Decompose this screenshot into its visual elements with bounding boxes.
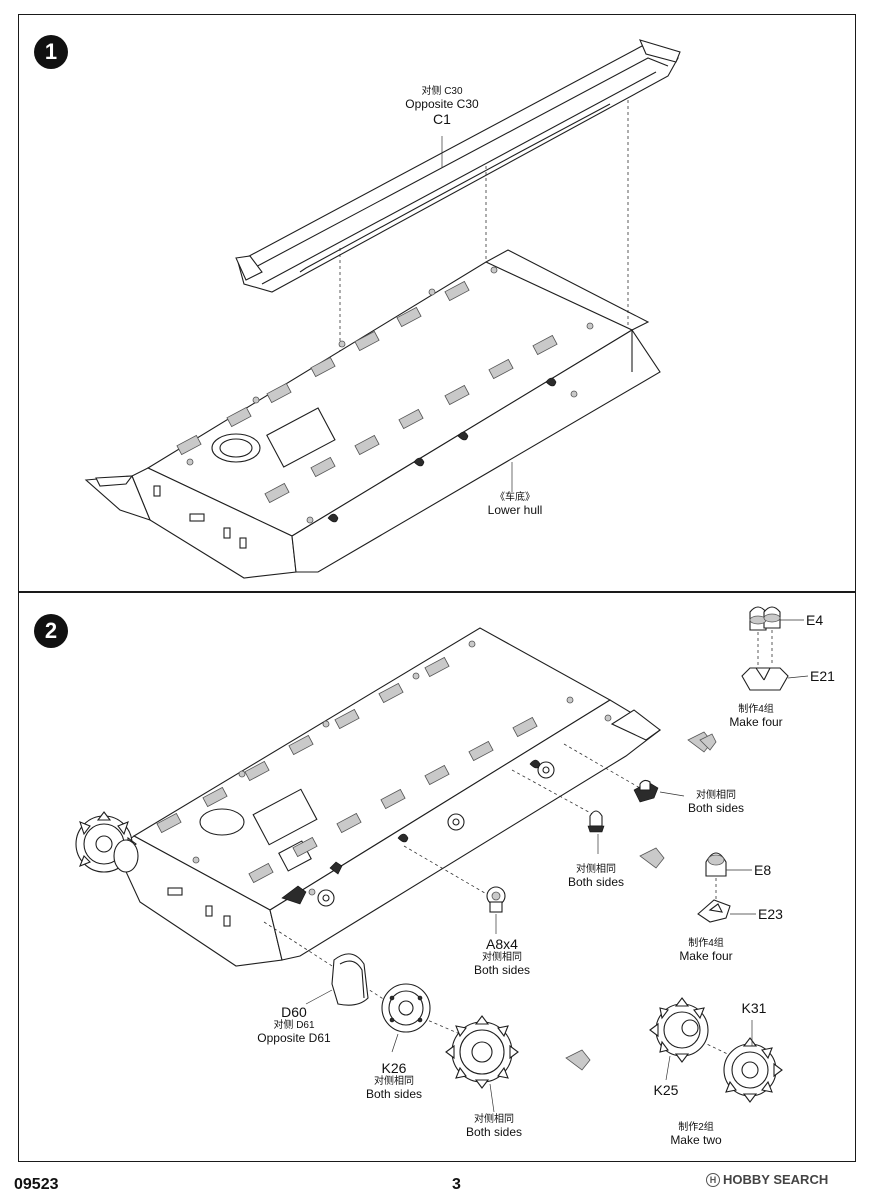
label-e23: E23: [758, 906, 783, 922]
label-both-sides-1: 对侧相同 Both sides: [687, 790, 745, 815]
catalog-number: 09523: [14, 1176, 59, 1193]
label-k26: K26 对侧相同 Both sides: [365, 1060, 423, 1101]
direction-arrow-1: [687, 731, 717, 753]
watermark-text: HOBBY SEARCH: [723, 1172, 829, 1187]
direction-arrow-3: [565, 1049, 591, 1071]
watermark: H HOBBY SEARCH: [706, 1172, 828, 1187]
label-k31: K31: [741, 1000, 767, 1016]
label-c1: 对侧 C30 Opposite C30 C1: [405, 86, 479, 128]
label-lower-hull: 《车底》 Lower hull: [487, 492, 543, 517]
e8-assembly-line: [511, 769, 597, 817]
part-d60: [305, 953, 369, 1006]
label-k25: K25: [653, 1082, 679, 1098]
part-lower-hull: [84, 249, 661, 579]
step-1-badge: 1: [34, 35, 68, 69]
label-make-two: 制作2组 Make two: [670, 1122, 722, 1147]
part-a8: [486, 886, 506, 934]
part-c1-rail: [235, 39, 681, 293]
hobby-search-logo-icon: H: [706, 1172, 720, 1187]
part-e4-e21-assembled: [633, 779, 685, 803]
part-hull-step-2: [115, 627, 661, 967]
label-both-sides-2: 对侧相同 Both sides: [567, 864, 625, 889]
step-2-panel: [18, 592, 856, 1162]
part-e8-e23-assembled: [587, 810, 605, 854]
label-make-four-1: 制作4组 Make four: [729, 704, 783, 729]
label-e4: E4: [806, 612, 824, 628]
part-sprocket: [445, 1015, 519, 1113]
label-d60: D60 对侧 D61 Opposite D61: [257, 1004, 331, 1045]
step-1-panel: [18, 14, 856, 592]
direction-arrow-2: [639, 847, 665, 869]
a8-assembly-line: [403, 845, 491, 897]
page-number: 3: [452, 1176, 461, 1193]
e4-assembly-line: [563, 743, 641, 789]
label-e21: E21: [810, 668, 835, 684]
part-e8-e23: [697, 852, 756, 923]
label-sprocket-both-sides: 对侧相同 Both sides: [465, 1114, 523, 1139]
label-a8x4: A8x4 对侧相同 Both sides: [473, 936, 531, 977]
part-k26: [381, 983, 431, 1053]
part-e4-e21: [741, 606, 809, 691]
label-e8: E8: [754, 862, 772, 878]
step-2-badge: 2: [34, 614, 68, 648]
part-k25-k31: [649, 997, 783, 1103]
label-make-four-2: 制作4组 Make four: [679, 938, 733, 963]
mounted-sprocket: [75, 811, 139, 873]
